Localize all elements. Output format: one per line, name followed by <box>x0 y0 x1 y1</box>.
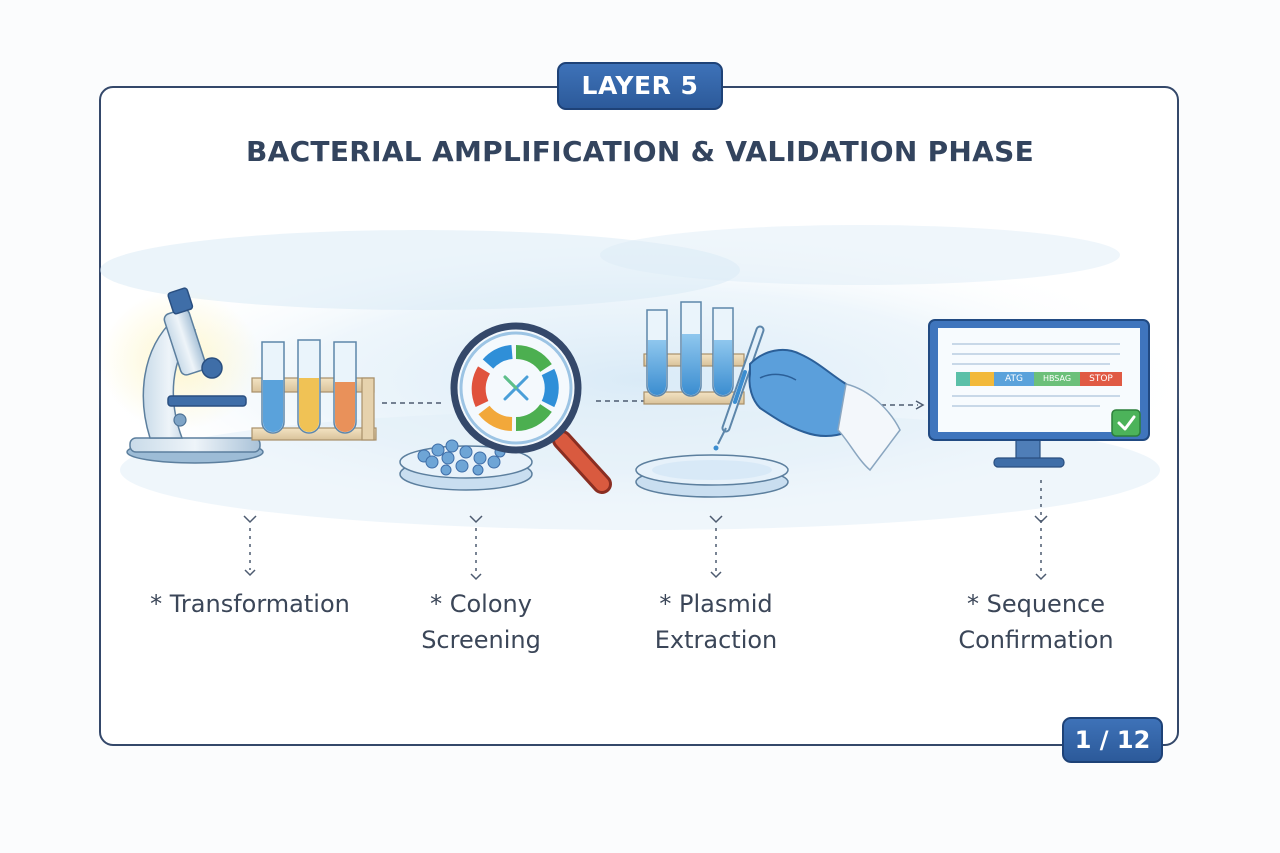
step-label-line: * Sequence <box>966 590 1105 618</box>
checkmark-icon <box>1117 415 1136 431</box>
monitor-segment-stop: STOP <box>1089 374 1113 384</box>
step-label-sequence-confirmation: * Sequence Confirmation <box>926 586 1146 658</box>
layer-badge: LAYER 5 <box>557 62 723 110</box>
magnifier-icon <box>450 322 612 494</box>
pipette-glove-icon <box>713 325 901 472</box>
step-label-line: * Plasmid <box>659 590 773 618</box>
monitor-segment-atg: ATG <box>1005 374 1023 384</box>
monitor-icon <box>928 319 1150 468</box>
step-label-line: Confirmation <box>958 626 1114 654</box>
connector-heads <box>243 515 1048 581</box>
step-label-colony-screening: * Colony Screening <box>386 586 576 658</box>
page-counter: 1 / 12 <box>1062 717 1163 763</box>
step-label-transformation: * Transformation <box>140 586 360 622</box>
step-label-line: Extraction <box>654 626 778 654</box>
test-tubes-icon <box>251 339 377 441</box>
step-label-line: * Colony <box>430 590 532 618</box>
step-label-line: * Transformation <box>150 590 350 618</box>
step-label-plasmid-extraction: * Plasmid Extraction <box>618 586 814 658</box>
microscope-icon <box>126 287 264 464</box>
step-label-line: Screening <box>421 626 541 654</box>
test-tubes-icon <box>643 301 745 405</box>
petri-dish-icon <box>635 454 789 498</box>
monitor-segment-hbsag: HBSAG <box>1042 374 1072 383</box>
step-connectors <box>249 480 1042 574</box>
petri-dish-icon <box>399 439 533 491</box>
page-title: BACTERIAL AMPLIFICATION & VALIDATION PHA… <box>245 135 1035 168</box>
